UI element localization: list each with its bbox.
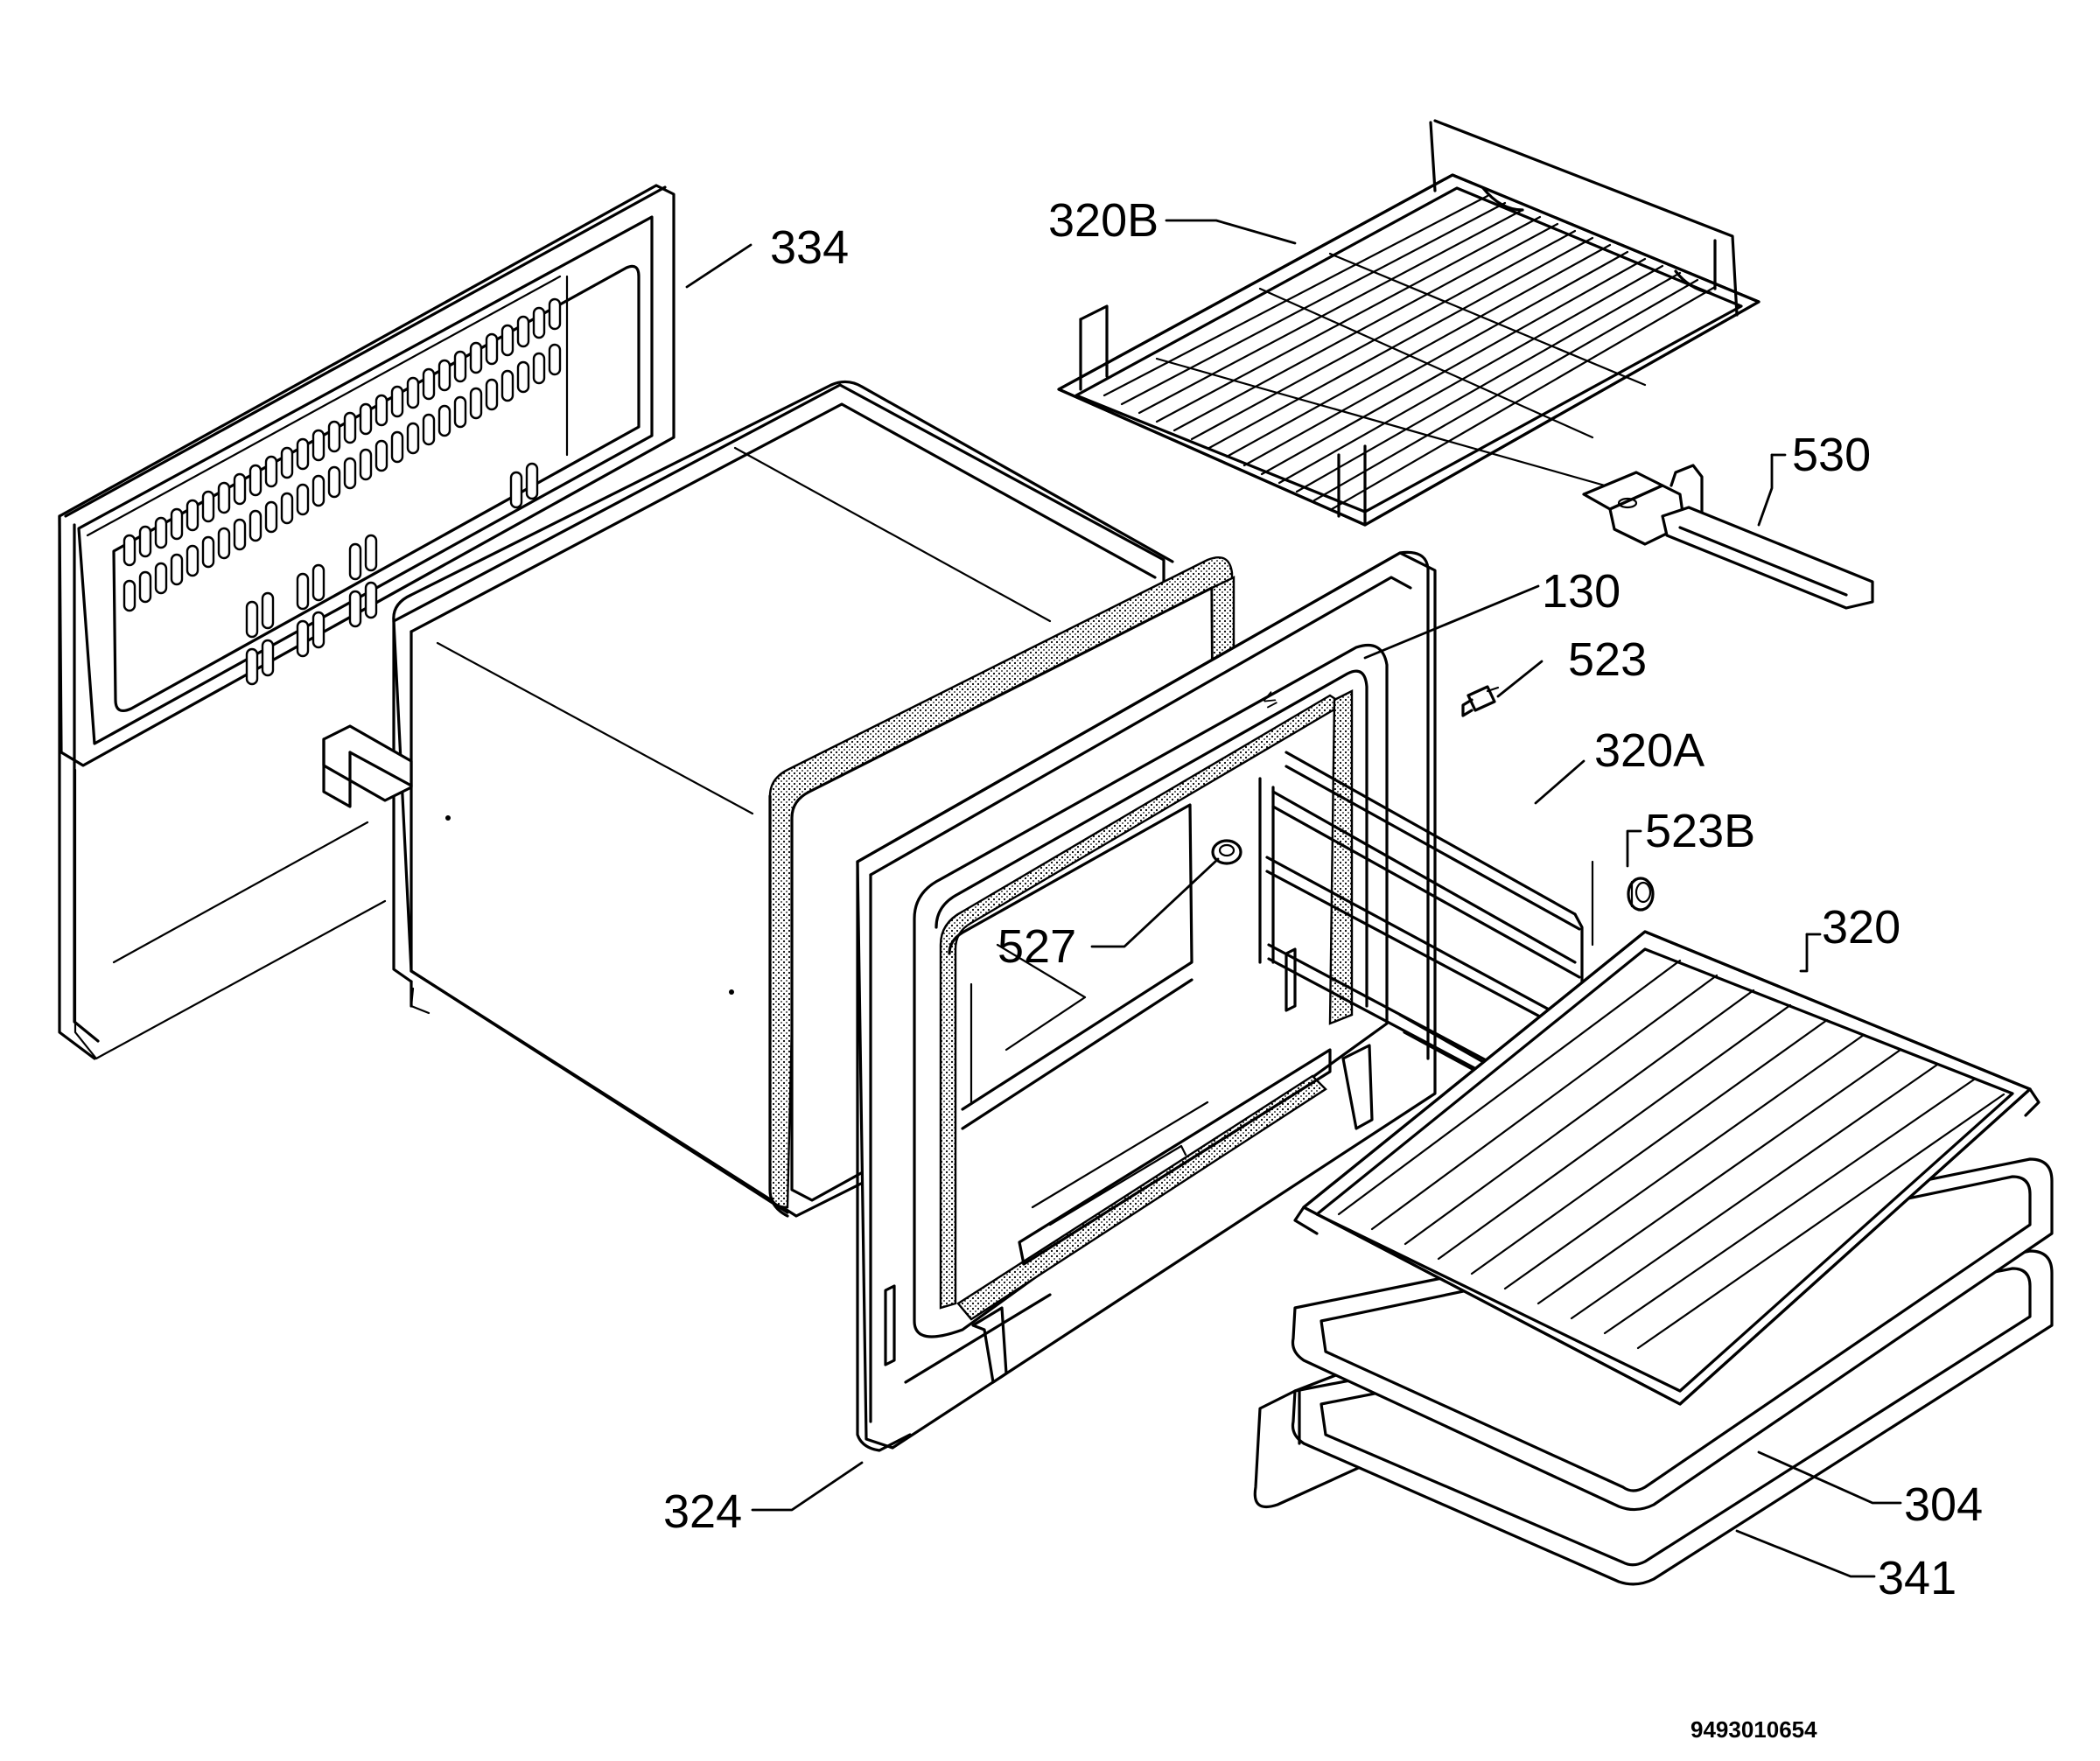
screw-527-icon: [1211, 839, 1242, 865]
callout-341: 341: [1878, 1552, 1956, 1604]
rear-panel-334: [58, 184, 676, 1060]
callout-320A: 320A: [1594, 724, 1704, 777]
leader-lines: [685, 219, 1902, 1578]
handle-530: [1582, 464, 1874, 610]
leader-304: [1757, 1450, 1902, 1505]
callout-130: 130: [1542, 565, 1620, 618]
front-frame-324: ≤: [856, 550, 1437, 1452]
callout-320: 320: [1822, 901, 1900, 954]
callout-334: 334: [770, 221, 849, 274]
callout-labels: 334 320B 530 130 523 320A 523B 527 320 3…: [663, 194, 1983, 1604]
shelf-wires: [1337, 959, 2006, 1350]
leader-523: [1496, 660, 1544, 698]
callout-304: 304: [1904, 1478, 1983, 1531]
leader-324: [751, 1461, 864, 1512]
wire-grill-320B: [1057, 119, 1760, 527]
leader-130: [1363, 584, 1540, 660]
leader-530: [1757, 453, 1774, 527]
leader-334: [685, 243, 752, 289]
callout-523: 523: [1568, 633, 1647, 686]
leader-320A: [1534, 759, 1586, 805]
callout-530: 530: [1792, 429, 1871, 481]
callout-324: 324: [663, 1485, 742, 1538]
grill-wires: [1102, 194, 1717, 511]
leader-527: [1090, 857, 1220, 948]
callout-527: 527: [998, 920, 1076, 973]
callout-320B: 320B: [1048, 194, 1158, 247]
vent-slots: [122, 297, 562, 567]
wire-shelf-320: [1293, 930, 2040, 1406]
callout-523B: 523B: [1645, 805, 1755, 857]
leader-320: [1799, 933, 1809, 973]
nut-523B-icon: [1627, 877, 1655, 912]
reference-code: 9493010654: [1690, 1716, 1817, 1743]
screw-523-icon: [1461, 685, 1500, 717]
leader-523B: [1626, 829, 1642, 868]
leader-320B: [1165, 219, 1297, 245]
leader-341: [1735, 1529, 1876, 1578]
